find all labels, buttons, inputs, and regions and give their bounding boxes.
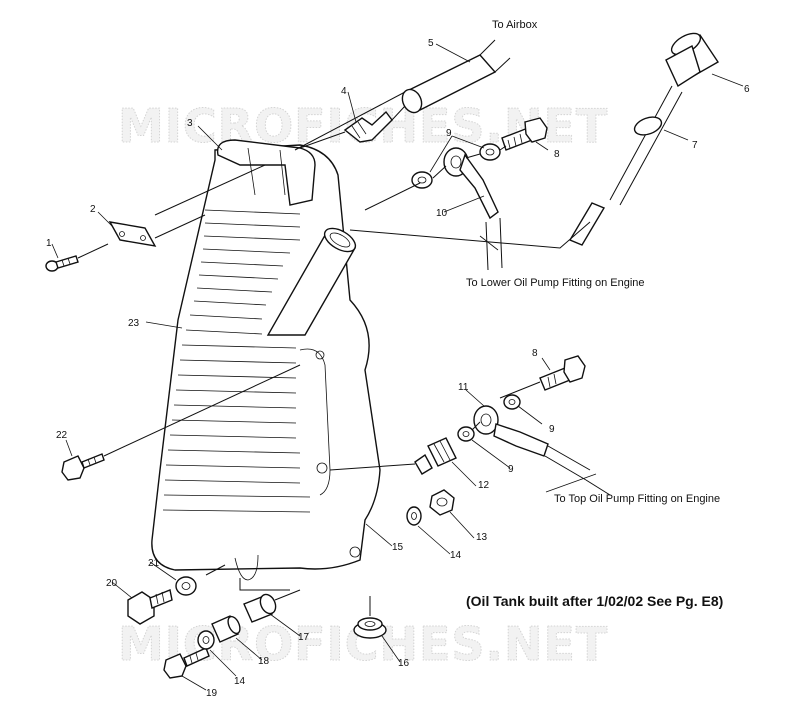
callout-3: 3 [187, 118, 193, 129]
bracket [108, 221, 157, 247]
washer [503, 394, 521, 410]
to-top-pump-label: To Top Oil Pump Fitting on Engine [554, 493, 720, 505]
callout-14-right: 14 [450, 550, 462, 561]
callout-12: 12 [478, 480, 490, 491]
callout-6: 6 [744, 84, 750, 95]
callout-23: 23 [128, 318, 140, 329]
check-valve-fitting [414, 437, 457, 475]
callout-5: 5 [428, 38, 434, 49]
washer [175, 576, 197, 596]
bolt-right [539, 355, 586, 391]
oil-tank [151, 139, 381, 581]
callout-7: 7 [692, 140, 698, 151]
callout-9-right-b: 9 [508, 464, 514, 475]
callout-19: 19 [206, 688, 218, 699]
washer [457, 426, 475, 442]
callout-2: 2 [90, 204, 96, 215]
mounting-bolt [61, 453, 105, 481]
callout-1: 1 [46, 238, 52, 249]
vent-hose [401, 39, 511, 114]
nut [429, 489, 455, 516]
callout-21: 21 [148, 558, 160, 569]
callout-4: 4 [341, 86, 347, 97]
isolator-grommet [353, 617, 387, 639]
washer [479, 143, 501, 161]
to-airbox-label: To Airbox [492, 19, 538, 31]
callout-18: 18 [258, 656, 270, 667]
callout-11: 11 [458, 382, 469, 393]
callout-8-upper: 8 [554, 149, 560, 160]
callout-17: 17 [298, 632, 310, 643]
bolt-upper [501, 117, 548, 151]
callout-9-upper: 9 [446, 128, 452, 139]
spacer [211, 615, 241, 643]
callout-13: 13 [476, 532, 488, 543]
oil-tank-note: (Oil Tank built after 1/02/02 See Pg. E8… [466, 593, 723, 609]
o-ring [633, 116, 663, 136]
grommet [243, 593, 277, 623]
drain-plug [127, 589, 173, 625]
dipstick [568, 32, 719, 246]
callout-14-bottom: 14 [234, 676, 246, 687]
callout-9-right-a: 9 [549, 424, 555, 435]
screw [45, 255, 79, 272]
banjo-fitting-lower [443, 147, 503, 271]
callout-8-right: 8 [532, 348, 538, 359]
washer [406, 506, 422, 526]
washer [197, 630, 215, 650]
callout-20: 20 [106, 578, 118, 589]
callout-10: 10 [436, 208, 448, 219]
to-lower-pump-label: To Lower Oil Pump Fitting on Engine [466, 277, 645, 289]
callout-22: 22 [56, 430, 68, 441]
callout-15: 15 [392, 542, 404, 553]
callout-16: 16 [398, 658, 410, 669]
bottom-bolt [163, 647, 210, 679]
banjo-fitting-upper [473, 405, 591, 481]
